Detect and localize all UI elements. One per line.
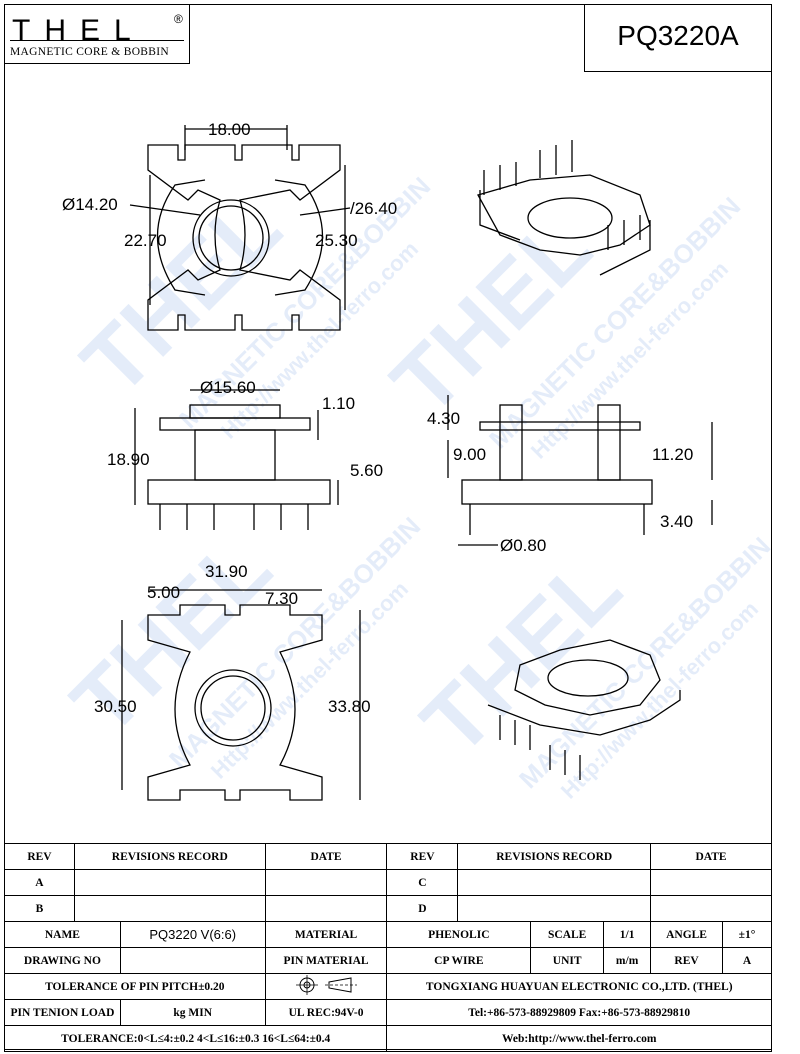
dim-flange-thk: 1.10 [322,394,355,413]
ul-rec: UL REC:94V-0 [264,999,388,1026]
dim-pin-pitch: 5.00 [147,583,180,602]
logo-box: THEL ® MAGNETIC CORE & BOBBIN [4,4,190,64]
rev-header: REV [386,843,459,870]
angle-value: ±1° [722,921,772,948]
dim-tube-dia: Ø15.60 [200,378,256,397]
rev-d-date [650,895,772,922]
pin-tension-label: PIN TENION LOAD [4,999,121,1026]
material-label: MATERIAL [264,921,388,948]
company-name: TONGXIANG HUAYUAN ELECTRONIC CO.,LTD. (T… [386,973,772,1000]
projection-symbol-icon [296,975,358,995]
date-header: DATE [264,843,388,870]
part-number: PQ3220A [617,20,739,51]
dim-outer-dia: /26.40 [350,199,397,218]
dim-window-height: 30.50 [94,697,137,716]
technical-drawing: THEL MAGNETIC CORE&BOBBIN Http://www.the… [53,120,776,804]
drawing-no-value [119,947,266,974]
pin-material-value: CP WIRE [386,947,532,974]
projection-symbol [264,973,388,1000]
dim-pin-span: 7.30 [265,589,298,608]
part-number-box: PQ3220A [584,4,772,72]
pin-pitch-tolerance: TOLERANCE OF PIN PITCH±0.20 [4,973,266,1000]
registered-mark: ® [174,12,183,26]
rev-d: D [386,895,459,922]
name-label: NAME [4,921,121,948]
rev-label: REV [650,947,723,974]
dim-pin-length: 3.40 [660,512,693,531]
rev-a-date [264,869,388,896]
dim-base-depth: 33.80 [328,697,371,716]
rev-header: REV [4,843,75,870]
unit-value: m/m [603,947,652,974]
rev-b-record [73,895,266,922]
front-view [134,389,339,530]
top-view [129,125,351,331]
rev-a-record [73,869,266,896]
logo-subtitle: MAGNETIC CORE & BOBBIN [10,46,169,58]
rev-value: A [722,947,772,974]
unit-label: UNIT [530,947,605,974]
pin-material-label: PIN MATERIAL [264,947,388,974]
general-tolerance: TOLERANCE:0<L≤4:±0.2 4<L≤16:±0.3 16<L≤64… [3,1025,388,1052]
dim-base-height: 5.60 [350,461,383,480]
material-value: PHENOLIC [386,921,532,948]
company-web: Web:http://www.thel-ferro.com [386,1025,772,1052]
date-header: DATE [650,843,772,870]
logo: THEL [12,14,145,47]
bottom-view [121,589,361,801]
angle-label: ANGLE [650,921,723,948]
dim-winding-height: 9.00 [453,445,486,464]
dim-hole-dia: Ø14.20 [62,195,118,214]
logo-divider [10,40,184,41]
company-tel: Tel:+86-573-88929809 Fax:+86-573-8892981… [386,999,772,1026]
rev-b: B [4,895,75,922]
rev-a: A [4,869,75,896]
drawing-no-label: DRAWING NO [4,947,121,974]
rev-c-record [457,869,652,896]
dim-body-height: 11.20 [652,445,693,464]
rev-b-date [264,895,388,922]
isometric-view-top [477,140,651,276]
title-block: REV REVISIONS RECORD DATE REV REVISIONS … [3,843,772,1052]
dim-inner-height: 22.70 [124,231,167,250]
isometric-view-bottom [487,639,681,780]
rev-d-record [457,895,652,922]
dim-outer-height: 25.30 [315,231,358,250]
revisions-header: REVISIONS RECORD [73,843,266,870]
pin-tension-unit: kg MIN [119,999,266,1026]
revisions-header: REVISIONS RECORD [457,843,652,870]
dim-pin-offset-top: 4.30 [427,409,460,428]
scale-label: SCALE [530,921,605,948]
side-view [447,395,713,546]
rev-c: C [386,869,459,896]
rev-c-date [650,869,772,896]
scale-value: 1/1 [603,921,652,948]
name-value: PQ3220 V(6:6) [119,921,266,948]
dim-top-width: 18.00 [208,120,251,139]
dim-total-height: 18.90 [107,450,150,469]
dim-base-width: 31.90 [205,562,248,581]
dim-pin-dia: Ø0.80 [500,536,546,555]
